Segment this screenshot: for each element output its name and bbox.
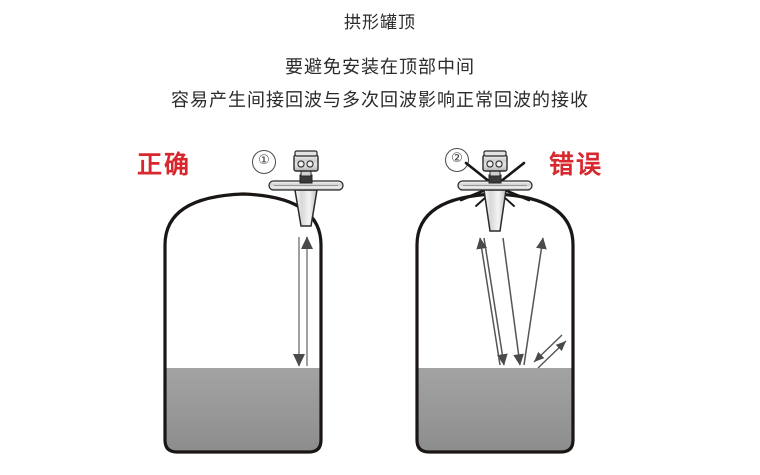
arrow-indirect-down-left — [483, 237, 508, 366]
radar-device-left — [268, 150, 344, 227]
tank-shell-left — [163, 192, 323, 454]
arrow-indirect-up-left — [476, 237, 501, 366]
tank-correct — [163, 150, 344, 454]
display-window-left — [297, 160, 305, 168]
page-title: 拱形罐顶 — [344, 13, 416, 33]
cable-gland-left — [306, 160, 314, 168]
arrow-multiecho-down — [533, 334, 563, 363]
radar-device-right — [457, 150, 533, 232]
label-correct: 正确 — [137, 150, 192, 179]
housing-lid-left — [294, 150, 318, 157]
arrow-multiecho-up — [537, 340, 567, 369]
cable-gland-right — [495, 160, 503, 168]
housing-lid-right — [483, 150, 507, 157]
arrow-indirect-up-right — [523, 237, 547, 366]
label-wrong: 错误 — [549, 150, 604, 179]
echo-arrows-right — [476, 237, 567, 369]
subtitle-line-2: 容易产生间接回波与多次回波影响正常回波的接收 — [171, 90, 589, 111]
subtitle-line-1: 要避免安装在顶部中间 — [285, 57, 475, 78]
horn-antenna-right — [483, 189, 507, 232]
liquid-fill-left — [165, 368, 321, 452]
tank-shell-right — [415, 192, 575, 454]
arrow-indirect-down-right — [502, 237, 524, 366]
display-window-right — [486, 160, 494, 168]
marker-number-one: ① — [252, 150, 276, 174]
liquid-fill-right — [417, 368, 573, 452]
marker-number-two: ② — [445, 148, 469, 172]
tank-wrong — [415, 150, 575, 454]
